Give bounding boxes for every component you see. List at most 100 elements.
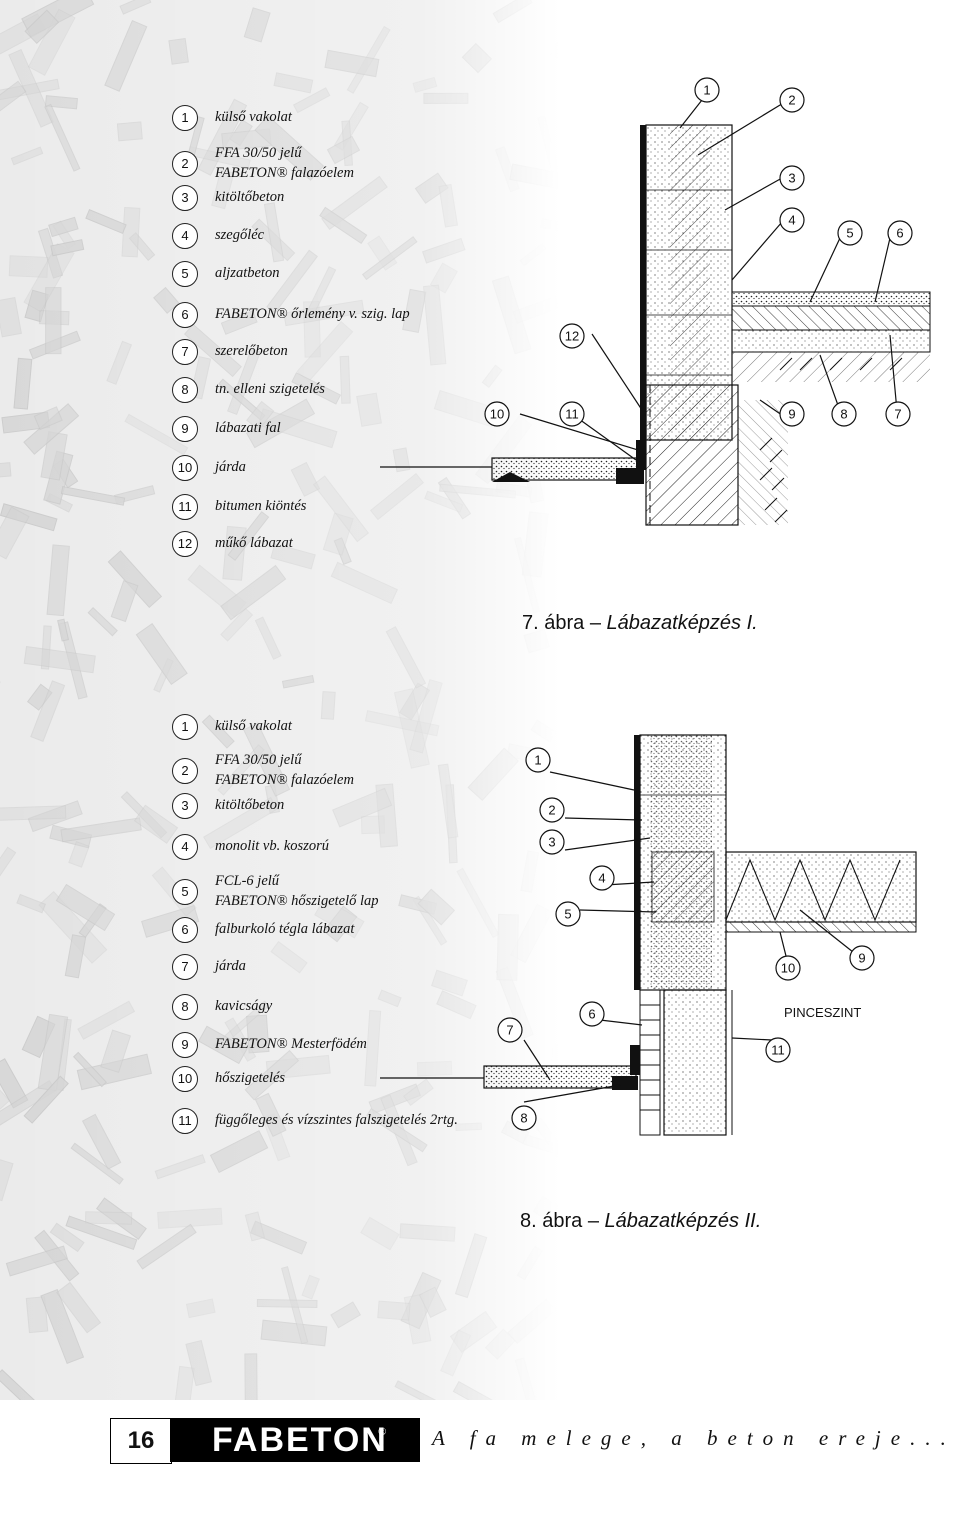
callout-circle <box>885 401 911 427</box>
callout-circle <box>775 955 801 981</box>
soil-marks <box>759 357 903 523</box>
legend-item-label: FABETON® hőszigetelő lap <box>215 893 379 909</box>
callout-circle <box>694 77 720 103</box>
legend-number-badge: 2 <box>172 151 198 177</box>
legend-number-badge: 9 <box>172 1032 198 1058</box>
legend-item-label: szerelőbeton <box>215 343 288 359</box>
callout-circle <box>555 901 581 927</box>
legend-number-badge: 1 <box>172 714 198 740</box>
callout-4: 4 <box>589 865 615 891</box>
callout-1: 1 <box>525 747 551 773</box>
legend-item-label: kavicságy <box>215 998 273 1014</box>
pavement-section-2 <box>380 1045 640 1090</box>
callout-label: 7 <box>894 407 901 422</box>
plinth-wall-section <box>645 384 788 526</box>
callout-label: 9 <box>858 951 865 966</box>
callout-label: 7 <box>506 1023 513 1038</box>
upper-wall-section-2 <box>634 734 727 991</box>
callout-5: 5 <box>837 220 863 246</box>
legend-number-badge: 3 <box>172 185 198 211</box>
legend-item-label: járda <box>215 958 246 974</box>
legend-item-label: FABETON® Mesterfödém <box>215 1036 367 1052</box>
legend-item-label: falburkoló tégla lábazat <box>215 921 355 937</box>
callout-7: 7 <box>497 1017 523 1043</box>
callout-label: 6 <box>896 226 903 241</box>
figure-8-caption-number: 8. ábra <box>520 1210 583 1232</box>
logo-registered-mark: ® <box>378 1426 387 1438</box>
callout-1: 1 <box>694 77 720 103</box>
callout-label: 9 <box>788 407 795 422</box>
legend-item-label: kitöltőbeton <box>215 797 285 813</box>
fabeton-logo: FABETON ® <box>170 1418 420 1462</box>
callout-10: 10 <box>484 401 510 427</box>
callout-11: 11 <box>559 401 585 427</box>
callout-8: 8 <box>831 401 857 427</box>
legend-item-label: szegőléc <box>215 227 265 243</box>
callout-circle <box>539 829 565 855</box>
legend-number-badge: 5 <box>172 879 198 905</box>
callout-label: 1 <box>534 753 541 768</box>
callout-label: 8 <box>520 1111 527 1126</box>
legend-number-badge: 7 <box>172 954 198 980</box>
callout-circle <box>497 1017 523 1043</box>
callout-circle <box>887 220 913 246</box>
callout-label: 8 <box>840 407 847 422</box>
callout-label: 4 <box>788 213 795 228</box>
legend-item-label: FABETON® falazóelem <box>215 165 354 181</box>
slab-section <box>725 851 917 933</box>
slogan: A fa melege, a beton ereje... <box>432 1426 956 1450</box>
logo-text: FABETON <box>212 1421 388 1459</box>
figure-7-caption-title: Lábazatképzés I. <box>606 612 758 634</box>
callout-circle <box>559 401 585 427</box>
page-number: 16 <box>110 1418 172 1464</box>
callout-label: 3 <box>788 171 795 186</box>
callout-label: 4 <box>598 871 605 886</box>
callout-circle <box>779 87 805 113</box>
callout-circle <box>831 401 857 427</box>
callout-circle <box>779 165 805 191</box>
legend-number-badge: 3 <box>172 793 198 819</box>
figure-8-leaders <box>523 771 859 1103</box>
callout-circle <box>539 797 565 823</box>
legend-number-badge: 4 <box>172 834 198 860</box>
callout-circle <box>559 323 585 349</box>
callout-9: 9 <box>779 401 805 427</box>
callout-circle <box>525 747 551 773</box>
figure-8-caption: 8. ábra – Lábazatképzés II. <box>520 1210 761 1233</box>
legend-item-label: kitöltőbeton <box>215 189 285 205</box>
callout-circle <box>837 220 863 246</box>
figure-7-caption-number: 7. ábra <box>522 612 585 634</box>
legend-number-badge: 6 <box>172 917 198 943</box>
legend-item-label: műkő lábazat <box>215 535 293 551</box>
callout-3: 3 <box>539 829 565 855</box>
callout-7: 7 <box>885 401 911 427</box>
legend-item-label: lábazati fal <box>215 420 281 436</box>
legend-item-label: FFA 30/50 jelű <box>215 752 302 768</box>
figure-7-caption-dash: – <box>589 612 601 634</box>
legend-item-label: FFA 30/50 jelű <box>215 145 302 161</box>
legend-number-badge: 11 <box>172 1108 198 1134</box>
callout-label: 3 <box>548 835 555 850</box>
room-label-pinceszint: PINCESZINT <box>784 1005 861 1020</box>
legend-number-badge: 8 <box>172 994 198 1020</box>
callout-label: 11 <box>771 1043 785 1058</box>
callout-2: 2 <box>779 87 805 113</box>
callout-3: 3 <box>779 165 805 191</box>
pavement-section <box>380 440 646 484</box>
legend-number-badge: 11 <box>172 494 198 520</box>
callout-circle <box>779 401 805 427</box>
callout-circle <box>484 401 510 427</box>
legend-number-badge: 2 <box>172 758 198 784</box>
callout-label: 5 <box>564 907 571 922</box>
callout-circle <box>511 1105 537 1131</box>
callout-circle <box>589 865 615 891</box>
callout-label: 10 <box>781 961 795 976</box>
legend-item-label: FABETON® falazóelem <box>215 772 354 788</box>
legend-item-label: járda <box>215 459 246 475</box>
callout-label: 10 <box>490 407 504 422</box>
figure-8-caption-title: Lábazatképzés II. <box>604 1210 762 1232</box>
